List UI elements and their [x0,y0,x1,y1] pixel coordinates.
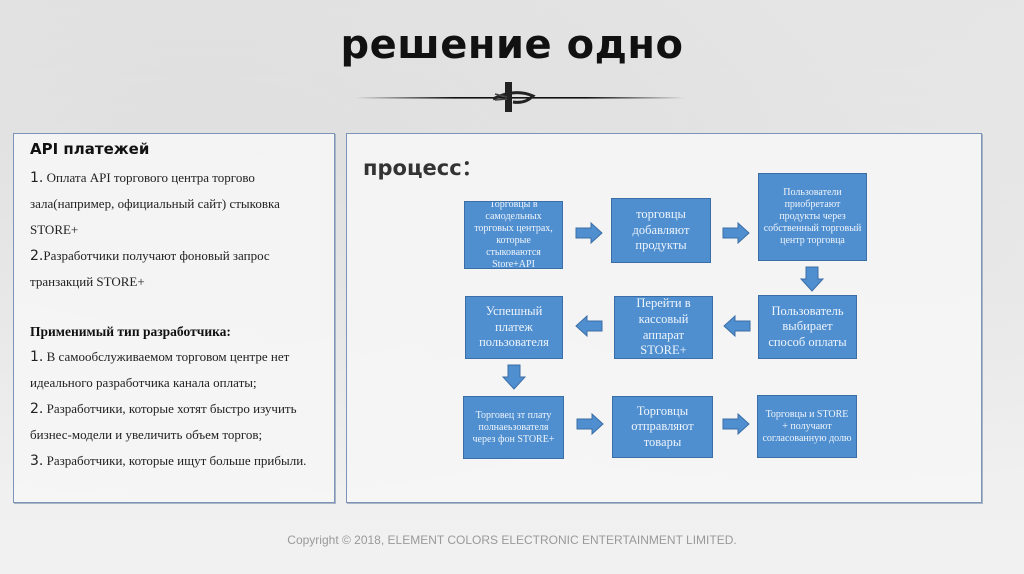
feature-item-1-cont2: STORE+ [30,222,79,237]
developer-type-heading: Применимый тип разработчика: [30,324,231,339]
arrow-left-icon [723,315,751,337]
process-title: процесс： [363,156,483,180]
process-step-5: Перейти в кассовый аппарат STORE+ [614,296,713,359]
arrow-down-icon [502,364,526,390]
feature-item-1-cont: зала(например, официальный сайт) стыковк… [30,196,280,211]
developer-type-item-1-cont: идеального разработчика канала оплаты; [30,375,257,390]
developer-type-item-3: 3. Разработчики, которые ищут больше при… [30,453,307,469]
process-step-3: Пользователи приобретают продукты через … [758,173,867,261]
developer-type-item-1: 1. В самообслуживаемом торговом центре н… [30,349,290,365]
api-payments-panel: API платежей 1. Оплата API торгового цен… [13,133,335,503]
process-step-9: Торговцы и STORE + получают согласованну… [757,395,857,458]
developer-type-item-2: 2. Разработчики, которые хотят быстро из… [30,401,297,417]
process-step-7: Торговец зт плату полнаеьзователя через … [463,396,564,459]
arrow-left-icon [575,315,603,337]
arrow-right-icon [722,413,750,435]
slide-title: решение одно [340,22,684,68]
feature-item-1: 1. Оплата API торгового центра торгово [30,170,255,186]
arrow-down-icon [800,266,824,292]
process-step-1: Торговцы в самодельных торговых центрах,… [464,201,563,269]
api-payments-heading: API платежей [30,140,150,158]
arrow-right-icon [576,413,604,435]
process-step-6: Успешный платеж пользователя [465,296,563,359]
arrow-right-icon [575,222,603,244]
feature-item-2: 2.Разработчики получают фоновый запрос [30,248,270,264]
process-step-4: Пользователь выбирает способ оплаты [758,295,857,359]
arrow-right-icon [722,222,750,244]
ornament-divider-icon [355,82,685,112]
copyright-footer: Copyright © 2018, ELEMENT COLORS ELECTRO… [287,533,737,547]
feature-item-2-cont: транзакций STORE+ [30,274,145,289]
process-step-2: торговцы добавляют продукты [611,198,711,263]
developer-type-item-2-cont: бизнес-модели и увеличить объем торгов; [30,427,263,442]
process-step-8: Торговцы отправляют товары [612,396,713,458]
